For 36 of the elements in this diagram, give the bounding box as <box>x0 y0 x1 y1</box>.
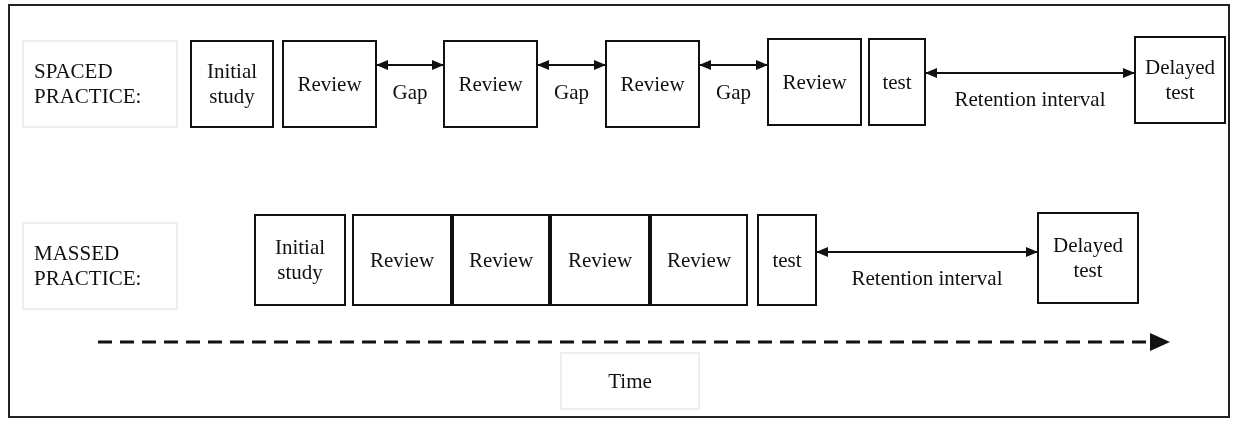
step-label: Review <box>468 247 534 273</box>
double-arrow <box>376 60 444 70</box>
step-label: test <box>882 69 912 95</box>
step-box <box>550 214 650 306</box>
double-arrow <box>925 68 1135 78</box>
step-box <box>757 214 817 306</box>
step-box <box>767 38 862 126</box>
step-box <box>650 214 748 306</box>
step-label: Review <box>567 247 633 273</box>
step-label: Initial study <box>273 235 327 285</box>
step-box <box>1037 212 1139 304</box>
double-arrow <box>699 60 768 70</box>
step-label: Review <box>297 71 362 97</box>
step-box <box>282 40 377 128</box>
step-label: Review <box>782 69 847 95</box>
step-label: Delayed test <box>1144 55 1216 105</box>
step-box <box>190 40 274 128</box>
double-arrow <box>537 60 606 70</box>
step-label: Delayed test <box>1052 233 1124 283</box>
step-box <box>868 38 926 126</box>
axis-label: Time <box>560 352 700 410</box>
step-label: Review <box>369 247 435 273</box>
step-label: Review <box>458 71 523 97</box>
step-box <box>452 214 550 306</box>
row-label: MASSED PRACTICE: <box>22 222 178 310</box>
step-box <box>352 214 452 306</box>
step-box <box>254 214 346 306</box>
step-box <box>605 40 700 128</box>
step-label: Review <box>666 247 732 273</box>
step-label: Initial study <box>205 59 259 109</box>
step-box <box>443 40 538 128</box>
step-label: Review <box>620 71 685 97</box>
step-label: test <box>772 247 802 273</box>
row-label: SPACED PRACTICE: <box>22 40 178 128</box>
double-arrow <box>816 247 1038 257</box>
step-box <box>1134 36 1226 124</box>
